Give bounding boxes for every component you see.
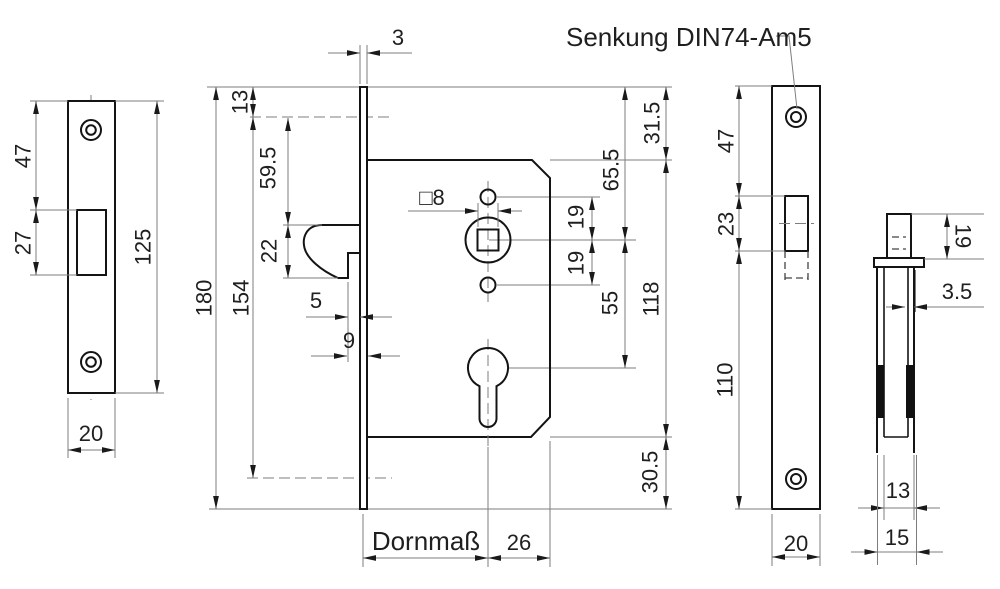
euro-cylinder-hole <box>467 347 509 428</box>
dim-spindle-to-upper-hole: 19 <box>564 205 589 229</box>
dim-spindle-to-lower-hole: 19 <box>564 251 589 275</box>
leader-line-countersink <box>776 35 798 110</box>
faceplate-edge <box>359 86 368 510</box>
screw-hole-top <box>80 119 102 141</box>
view-faceplate-front: Senkung DIN74-Am5 47 23 110 20 <box>566 22 821 566</box>
view-lock-body: 3 13 154 180 59.5 22 5 9 □8 19 19 <box>192 25 672 567</box>
dim-front-top-to-cutout: 47 <box>714 129 739 153</box>
dim-front-width: 20 <box>784 531 808 556</box>
dim-screw-axes-distance: 154 <box>229 280 254 317</box>
faceplate-outline <box>771 85 821 510</box>
dim-spindle-to-cylinder: 55 <box>598 291 623 315</box>
dim-bottom-overhang: 30.5 <box>638 451 663 494</box>
annotation-countersink: Senkung DIN74-Am5 <box>566 22 812 52</box>
dim-strike-length: 125 <box>131 229 156 266</box>
spindle-square-hole <box>476 228 500 252</box>
view-strike-plate: 47 27 125 20 <box>11 95 164 458</box>
faceplate-section <box>873 257 925 268</box>
dim-faceplate-thickness: 3 <box>392 25 404 50</box>
strike-plate-outline <box>67 100 116 394</box>
dim-top-to-screw-axis: 13 <box>228 90 253 114</box>
dim-case-height: 118 <box>639 281 664 316</box>
dim-latch-height: 22 <box>257 239 282 263</box>
dim-front-cutout-to-bottom: 110 <box>713 362 738 397</box>
dim-faceplate-length: 180 <box>192 280 217 317</box>
fixing-hole-upper <box>479 188 497 206</box>
case-weld-section-right <box>906 365 914 418</box>
dim-strike-screw-to-cutout: 47 <box>11 144 36 168</box>
screw-hole-bottom <box>80 351 102 373</box>
dim-spindle-square: □8 <box>419 185 445 210</box>
lock-case-outline <box>367 159 551 438</box>
dim-top-overhang: 31.5 <box>640 102 665 145</box>
dim-side-outer-width: 15 <box>885 525 909 550</box>
view-side-profile: 19 3.5 13 15 <box>851 213 984 565</box>
strike-plate-cutout <box>76 209 107 276</box>
dim-latch-engagement: 9 <box>343 328 355 353</box>
countersunk-screw-hole-top <box>785 106 807 128</box>
spindle-follower <box>464 216 512 264</box>
dim-screw-axis-to-latch: 59.5 <box>256 147 281 190</box>
dim-backset-label: Dornmaß <box>372 526 480 556</box>
countersunk-screw-hole-bottom <box>785 468 807 490</box>
dim-strike-cutout-height: 27 <box>11 231 36 255</box>
case-weld-section-left <box>876 365 884 418</box>
dim-cylinder-to-back: 26 <box>507 530 531 555</box>
dim-side-latch-height: 19 <box>951 224 976 248</box>
dim-side-wall-gap: 3.5 <box>942 279 973 304</box>
fixing-hole-lower <box>479 276 497 294</box>
dim-top-to-spindle: 65.5 <box>599 149 624 192</box>
dim-front-cutout-height: 23 <box>714 212 739 236</box>
dim-strike-width: 20 <box>79 421 103 446</box>
dim-side-inner-width: 13 <box>886 478 910 503</box>
dim-latch-step: 5 <box>310 288 322 313</box>
latch-bolt <box>302 224 360 279</box>
